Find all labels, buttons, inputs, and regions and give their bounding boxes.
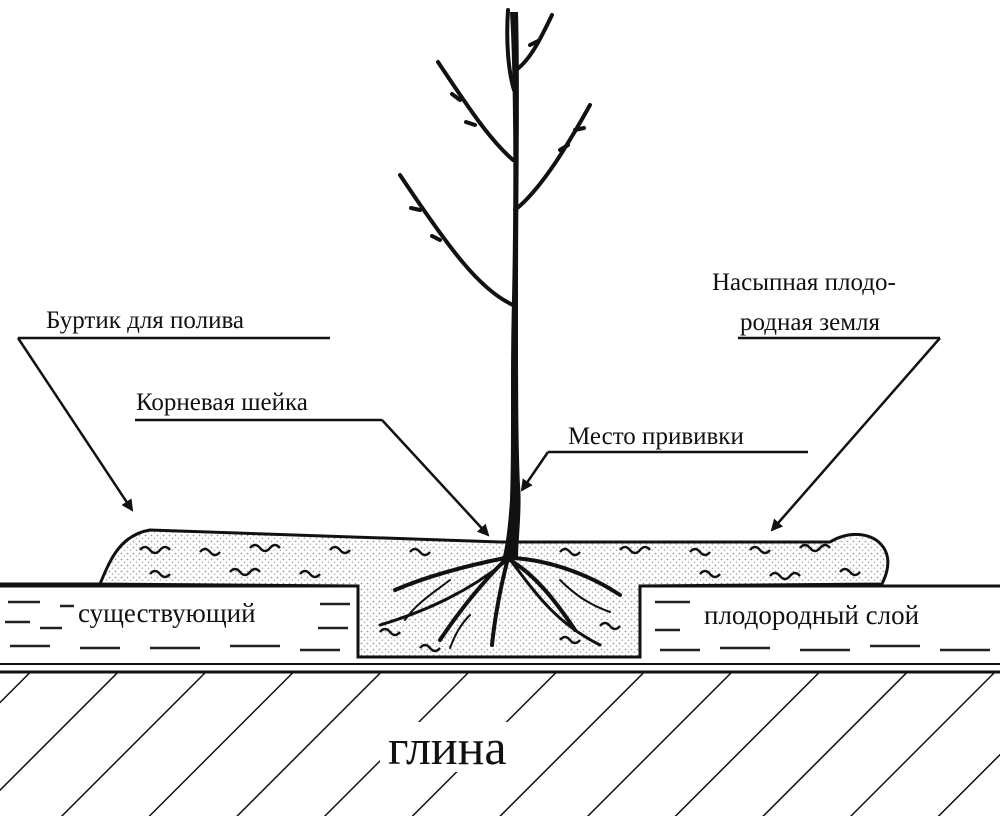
label-existing: существующий (74, 600, 260, 627)
roots (378, 556, 622, 649)
graft-site-callout (520, 450, 808, 492)
label-fill-soil-line1: Насыпная плодо- (712, 269, 896, 296)
label-fertile-layer: плодородный слой (700, 602, 924, 629)
fill-soil-mound (0, 528, 890, 659)
callout-lines (16, 336, 941, 537)
label-graft-site: Место прививки (568, 423, 744, 450)
label-watering-ridge: Буртик для полива (46, 307, 245, 334)
sapling-branches (398, 8, 592, 307)
label-fill-soil-line2: родная земля (740, 309, 880, 336)
label-clay: глина (380, 722, 515, 772)
watering-ridge-callout (16, 336, 330, 512)
soil-squiggles (139, 543, 861, 653)
sapling-trunk (502, 12, 521, 560)
label-root-collar: Корневая шейка (136, 389, 308, 416)
root-collar-callout (135, 418, 490, 537)
fill-soil-callout (738, 336, 941, 532)
